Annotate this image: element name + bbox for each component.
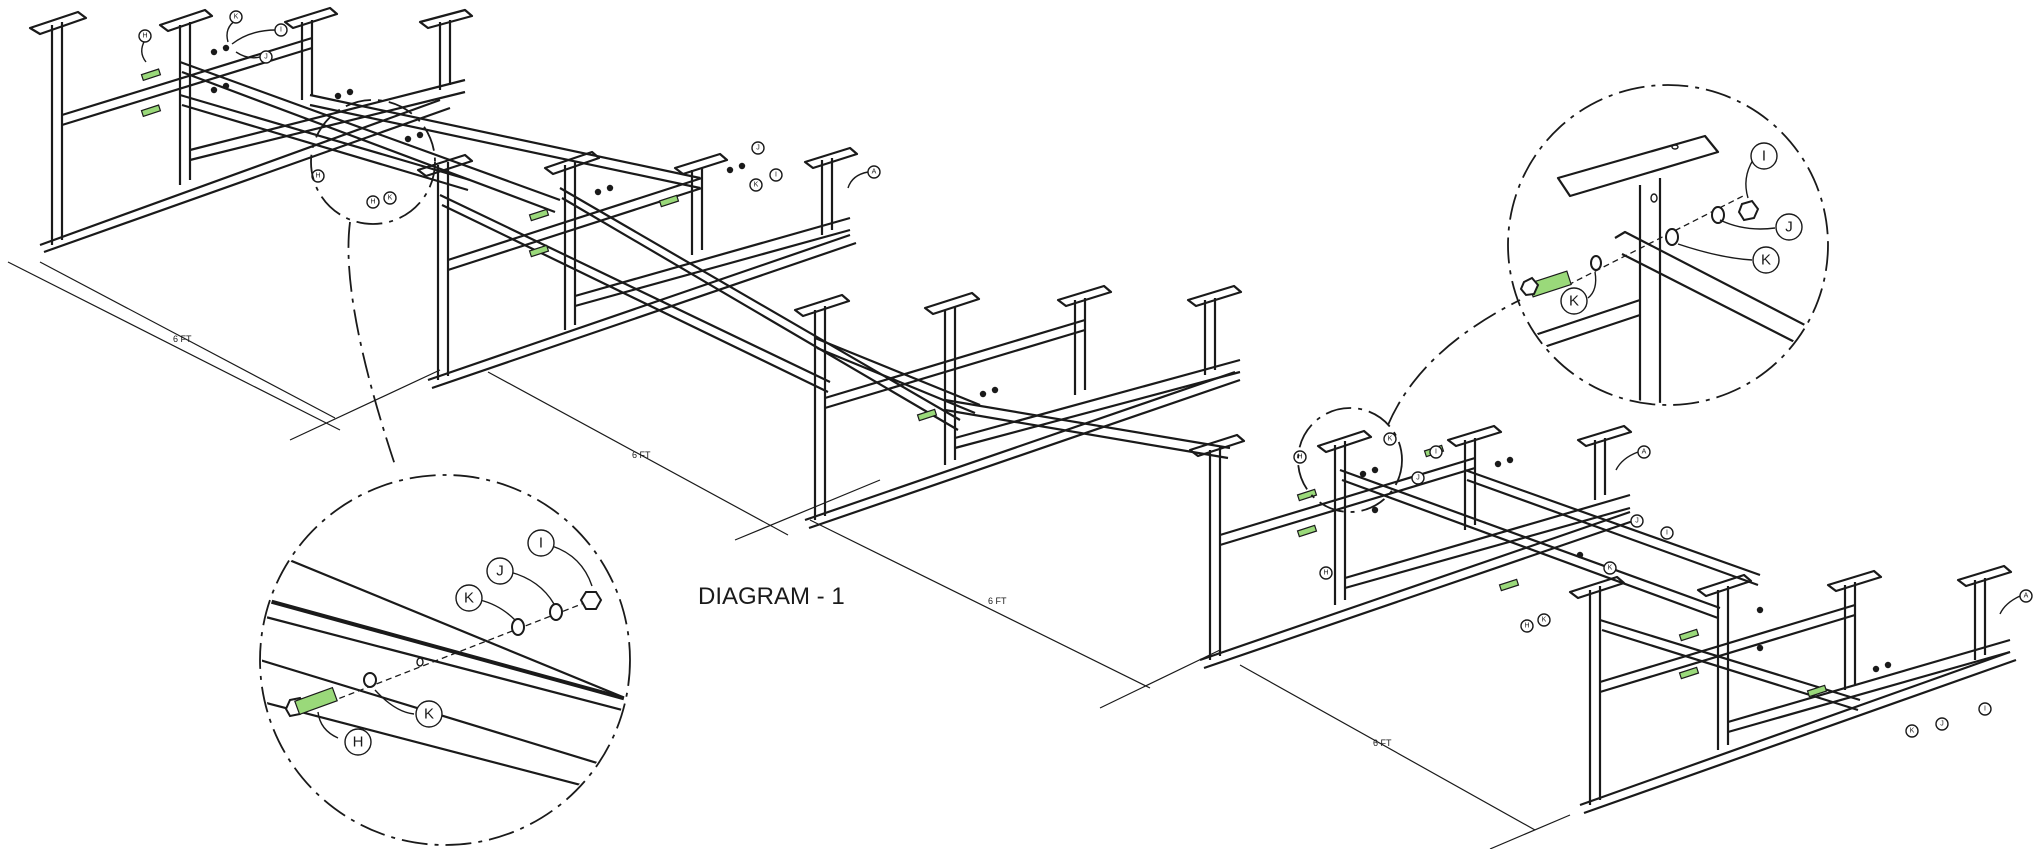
bolt-icon: [528, 244, 550, 258]
svg-text:J: J: [496, 563, 504, 580]
detail-view-right: K K J I: [1519, 134, 1826, 403]
svg-text:A: A: [2024, 593, 2029, 600]
svg-text:H: H: [370, 199, 375, 206]
frame-section-2: [416, 146, 961, 431]
nut-icon: [222, 44, 230, 52]
frame-section-4: [1188, 424, 1761, 670]
bolt-icon: [140, 104, 162, 118]
svg-text:K: K: [388, 195, 393, 202]
nut-icon: [738, 162, 746, 170]
small-callouts: H K I J H H K J I K A H K I J H: [138, 10, 2033, 738]
bolts: [140, 68, 1828, 698]
washer-icon: [363, 672, 377, 688]
svg-text:I: I: [775, 172, 777, 179]
svg-text:K: K: [464, 590, 474, 607]
nut-icon: [404, 135, 412, 143]
svg-text:H: H: [315, 173, 320, 180]
nut-icon: [1494, 460, 1502, 468]
nut-icon: [1872, 665, 1880, 673]
detail-leaders: [259, 84, 1829, 846]
svg-text:J: J: [1416, 475, 1420, 482]
nut-icon: [222, 82, 230, 90]
bolt-icon: [1296, 488, 1318, 502]
nut-icon: [334, 92, 342, 100]
dimension-label-3: 6 FT: [988, 596, 1007, 606]
bolt-icon: [1498, 578, 1520, 592]
bolt-icon: [658, 194, 680, 208]
nut-icon: [1737, 199, 1760, 222]
svg-text:H: H: [353, 734, 364, 751]
diagram-title: DIAGRAM - 1: [698, 583, 845, 610]
svg-text:J: J: [1940, 721, 1944, 728]
bolt-icon: [1296, 524, 1318, 538]
washer-icon: [549, 603, 563, 621]
svg-text:K: K: [424, 706, 434, 723]
nut-icon: [210, 86, 218, 94]
svg-text:H: H: [1297, 454, 1302, 461]
svg-text:K: K: [1761, 252, 1771, 269]
svg-text:K: K: [1608, 565, 1613, 572]
nut-icon: [579, 591, 603, 610]
washer-icon: [1711, 206, 1725, 224]
frame-section-3: [793, 284, 1243, 530]
nut-icon: [1519, 276, 1540, 297]
nut-icon: [1371, 466, 1379, 474]
bolt-icon: [528, 208, 550, 222]
bolt-icon: [140, 68, 162, 82]
svg-text:I: I: [1984, 706, 1986, 713]
svg-text:I: I: [1666, 530, 1668, 537]
bolt-icon: [1806, 684, 1828, 698]
nut-icon: [606, 184, 614, 192]
nut-icon: [346, 88, 354, 96]
dimension-label-4: 6 FT: [1373, 738, 1392, 748]
dimension-label-1: 6 FT: [173, 334, 192, 344]
svg-text:H: H: [1524, 623, 1529, 630]
svg-text:K: K: [234, 14, 239, 21]
nut-icon: [979, 390, 987, 398]
bolt-icon: [916, 408, 938, 422]
detail-view-left: H K K J I: [262, 529, 628, 792]
svg-text:J: J: [1635, 518, 1639, 525]
svg-text:K: K: [1569, 293, 1579, 310]
svg-text:I: I: [1762, 148, 1766, 165]
svg-text:H: H: [1323, 570, 1328, 577]
washer-icon: [511, 618, 525, 636]
nut-icon: [416, 131, 424, 139]
nut-icon: [726, 166, 734, 174]
svg-text:A: A: [872, 169, 877, 176]
bolt-icon: [1678, 666, 1700, 680]
svg-text:K: K: [1910, 728, 1915, 735]
svg-text:I: I: [539, 535, 543, 552]
frame-section-5: [1568, 564, 2017, 815]
svg-text:K: K: [754, 182, 759, 189]
svg-text:J: J: [1785, 219, 1793, 236]
bolt-icon: [1678, 628, 1700, 642]
washer-icon: [1590, 255, 1602, 271]
nut-icon: [594, 188, 602, 196]
nuts: [210, 44, 1892, 673]
svg-text:K: K: [1542, 617, 1547, 624]
dimension-label-2: 6 FT: [632, 450, 651, 460]
svg-text:I: I: [280, 27, 282, 34]
svg-text:J: J: [756, 145, 760, 152]
bolt-icon: [294, 686, 338, 716]
nut-icon: [1576, 551, 1584, 559]
washer-icon: [1665, 228, 1679, 246]
dimension-lines: 6 FT 6 FT 6 FT 6 FT: [7, 261, 1571, 849]
svg-text:A: A: [1642, 449, 1647, 456]
nut-icon: [1884, 661, 1892, 669]
nut-icon: [1371, 506, 1379, 514]
svg-text:J: J: [264, 54, 268, 61]
nut-icon: [1756, 606, 1764, 614]
svg-text:K: K: [1388, 436, 1393, 443]
nut-icon: [1756, 644, 1764, 652]
svg-text:H: H: [142, 33, 147, 40]
frame-section-1: [28, 6, 701, 254]
nut-icon: [991, 386, 999, 394]
nut-icon: [210, 48, 218, 56]
nut-icon: [1359, 470, 1367, 478]
nut-icon: [1506, 456, 1514, 464]
svg-text:I: I: [1435, 449, 1437, 456]
